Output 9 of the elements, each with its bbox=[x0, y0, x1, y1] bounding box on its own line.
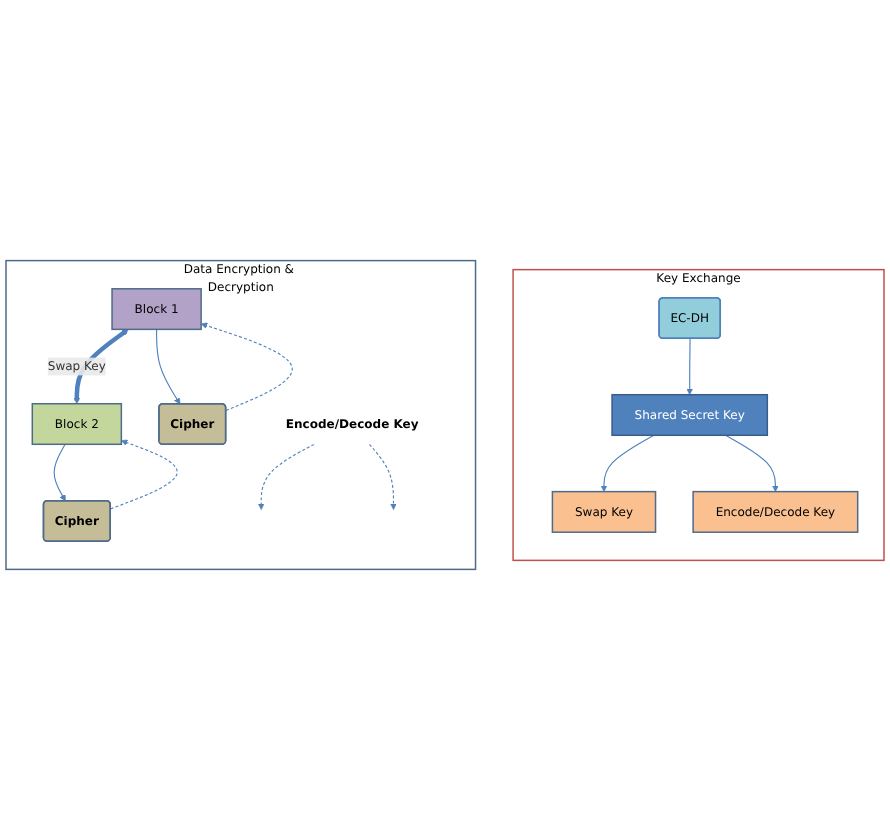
arrow bbox=[53, 443, 66, 502]
arrow bbox=[110, 439, 178, 510]
arrow bbox=[368, 443, 397, 510]
arrow bbox=[600, 434, 655, 492]
arrow bbox=[200, 322, 293, 412]
arrow bbox=[725, 434, 779, 492]
arrow bbox=[257, 443, 315, 510]
arrow bbox=[686, 338, 693, 395]
arrow bbox=[156, 328, 181, 405]
